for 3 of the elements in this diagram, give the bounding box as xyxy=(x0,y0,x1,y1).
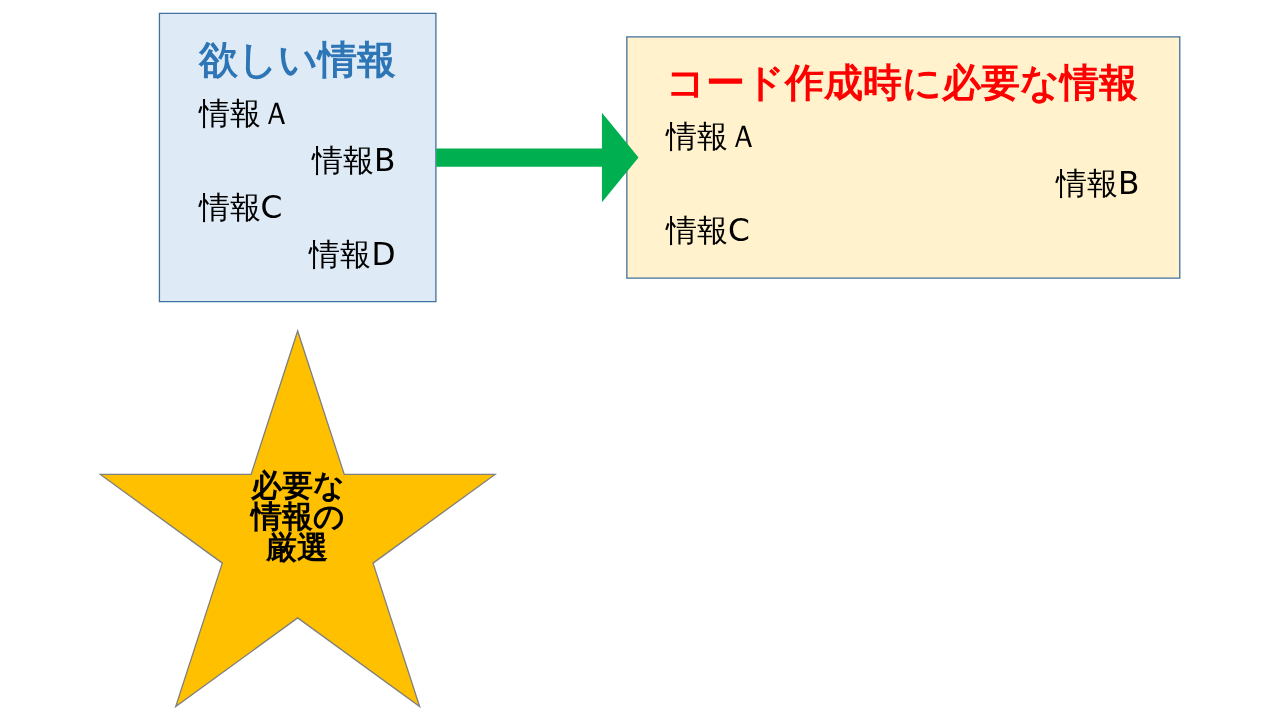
arrow xyxy=(436,112,639,203)
node-box: コード作成時に必要な情報 情報Ａ 情報B 情報C xyxy=(626,36,1181,279)
node-box: 欲しい情報 情報Ａ 情報B 情報C 情報D xyxy=(158,12,437,303)
